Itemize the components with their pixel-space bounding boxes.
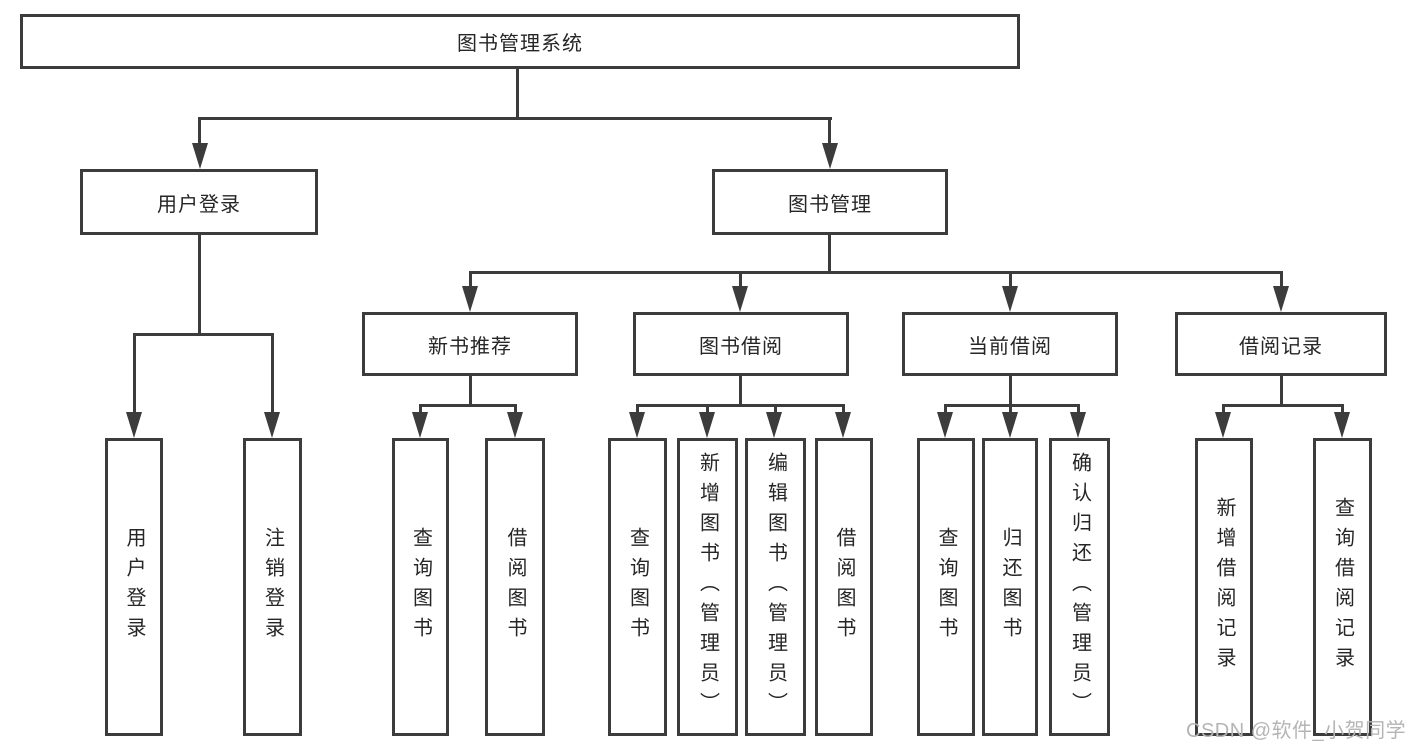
edge-book-borrow-rail <box>636 404 844 407</box>
edge-current-borrow-stem <box>1009 376 1012 406</box>
edge-to-nb-query <box>419 404 422 414</box>
arrow-down-icon <box>937 412 953 438</box>
leaf-bb-borrow-books-label: 借阅图书 <box>833 527 855 647</box>
node-book-borrow-label: 图书借阅 <box>699 335 783 358</box>
leaf-user-login: 用户登录 <box>105 438 163 736</box>
edge-to-nb-borrow <box>514 404 517 414</box>
leaf-logout: 注销登录 <box>243 438 302 736</box>
leaf-nb-query-books: 查询图书 <box>392 438 449 736</box>
leaf-cb-confirm-return-admin: 确认归还（管理员） <box>1049 438 1110 736</box>
csdn-watermark: CSDN @软件_小贺同学 <box>1186 720 1405 742</box>
arrow-down-icon <box>264 412 280 438</box>
arrow-down-icon <box>835 412 851 438</box>
leaf-nb-borrow-books: 借阅图书 <box>485 438 545 736</box>
node-user-login-label: 用户登录 <box>157 193 241 216</box>
edge-to-cb-query <box>944 404 947 414</box>
leaf-br-add-record-label: 新增借阅记录 <box>1213 497 1235 677</box>
arrow-down-icon <box>1334 412 1350 438</box>
leaf-user-login-label: 用户登录 <box>123 527 145 647</box>
edge-to-br-query <box>1341 404 1344 414</box>
edge-to-bb-borrow <box>842 404 845 414</box>
edge-to-new-book <box>469 271 472 288</box>
edge-root-to-book-mgmt <box>828 117 831 147</box>
edge-current-borrow-rail <box>945 404 1080 407</box>
edge-new-book-rail <box>419 404 517 407</box>
edge-root-rail <box>198 117 832 120</box>
leaf-br-add-record: 新增借阅记录 <box>1195 438 1253 736</box>
edge-book-borrow-stem <box>739 376 742 406</box>
edge-to-current-borrow <box>1009 271 1012 288</box>
arrow-down-icon <box>462 286 478 312</box>
arrow-down-icon <box>126 412 142 438</box>
node-borrow-records-label: 借阅记录 <box>1239 335 1323 358</box>
edge-to-cb-return <box>1009 404 1012 414</box>
edge-borrow-records-rail <box>1223 404 1343 407</box>
arrow-down-icon <box>1070 412 1086 438</box>
arrow-down-icon <box>507 412 523 438</box>
edge-to-cb-confirm <box>1077 404 1080 414</box>
leaf-nb-borrow-books-label: 借阅图书 <box>504 527 526 647</box>
node-borrow-records: 借阅记录 <box>1175 312 1387 376</box>
arrow-down-icon <box>732 286 748 312</box>
leaf-bb-query-books-label: 查询图书 <box>626 527 649 647</box>
edge-to-bb-add <box>706 404 709 414</box>
node-book-borrow: 图书借阅 <box>633 312 849 376</box>
arrow-down-icon <box>1273 286 1289 312</box>
arrow-down-icon <box>412 412 428 438</box>
arrow-down-icon <box>766 412 782 438</box>
node-new-book-recommend: 新书推荐 <box>362 312 578 376</box>
leaf-bb-borrow-books: 借阅图书 <box>815 438 873 736</box>
leaf-bb-edit-books-admin-label: 编辑图书（管理员） <box>764 452 787 722</box>
leaf-nb-query-books-label: 查询图书 <box>409 527 432 647</box>
leaf-cb-query-books-label: 查询图书 <box>935 527 957 647</box>
edge-to-leaf-user-login <box>133 333 136 412</box>
leaf-cb-query-books: 查询图书 <box>917 438 975 736</box>
leaf-br-query-record-label: 查询借阅记录 <box>1331 497 1354 677</box>
arrow-down-icon <box>1002 412 1018 438</box>
leaf-cb-confirm-return-admin-label: 确认归还（管理员） <box>1068 452 1091 722</box>
edge-to-br-add <box>1222 404 1225 414</box>
arrow-down-icon <box>699 412 715 438</box>
leaf-logout-label: 注销登录 <box>261 527 284 647</box>
edge-root-to-user-login <box>198 117 201 147</box>
leaf-bb-add-books-admin-label: 新增图书（管理员） <box>696 452 719 722</box>
node-root: 图书管理系统 <box>20 14 1020 69</box>
edge-user-login-rail <box>133 333 274 336</box>
edge-root-stem <box>516 69 519 119</box>
edge-book-mgmt-stem <box>828 235 831 274</box>
node-book-management: 图书管理 <box>712 169 948 235</box>
node-user-login: 用户登录 <box>80 169 318 235</box>
node-book-management-label: 图书管理 <box>788 193 872 216</box>
arrow-down-icon <box>822 143 838 169</box>
edge-to-bb-edit <box>774 404 777 414</box>
leaf-bb-edit-books-admin: 编辑图书（管理员） <box>745 438 806 736</box>
arrow-down-icon <box>629 412 645 438</box>
node-root-label: 图书管理系统 <box>457 33 583 55</box>
leaf-bb-query-books: 查询图书 <box>608 438 667 736</box>
leaf-bb-add-books-admin: 新增图书（管理员） <box>677 438 738 736</box>
leaf-cb-return-books: 归还图书 <box>982 438 1038 736</box>
edge-to-borrow-records <box>1280 271 1283 288</box>
edge-new-book-stem <box>469 376 472 406</box>
edge-borrow-records-stem <box>1280 376 1283 406</box>
edge-book-mgmt-rail <box>469 271 1283 274</box>
edge-to-bb-query <box>636 404 639 414</box>
arrow-down-icon <box>1002 286 1018 312</box>
edge-to-book-borrow <box>739 271 742 288</box>
leaf-cb-return-books-label: 归还图书 <box>999 527 1021 647</box>
node-current-borrow: 当前借阅 <box>902 312 1118 376</box>
edge-to-leaf-logout <box>271 333 274 412</box>
leaf-br-query-record: 查询借阅记录 <box>1313 438 1372 736</box>
node-new-book-recommend-label: 新书推荐 <box>428 335 512 358</box>
node-current-borrow-label: 当前借阅 <box>968 335 1052 358</box>
arrow-down-icon <box>1215 412 1231 438</box>
edge-user-login-stem <box>198 235 201 336</box>
arrow-down-icon <box>192 143 208 169</box>
